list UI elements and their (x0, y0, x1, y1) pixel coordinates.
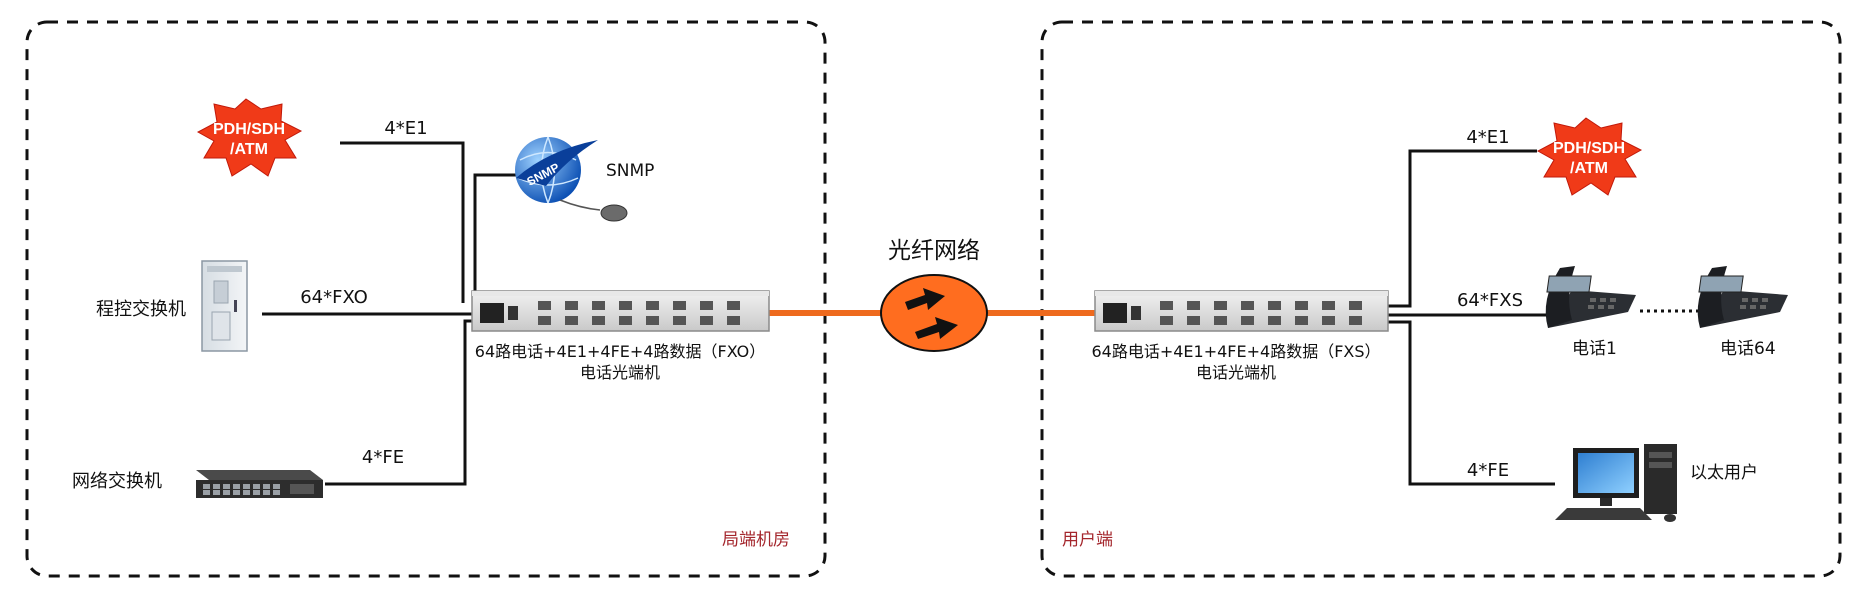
switch-ports (203, 484, 280, 495)
switchboard-node (201, 260, 248, 352)
pdh-line2: /ATM (230, 141, 268, 158)
pdh-right-line1: PDH/SDH (1553, 140, 1625, 157)
right-optical-terminal (1094, 290, 1389, 332)
phone-1-node (1545, 266, 1636, 328)
ethernet-user-label: 以太用户 (1690, 463, 1758, 483)
snmp-node: SNMP (515, 136, 628, 222)
left-region-label: 局端机房 (722, 530, 790, 550)
network-switch-node (196, 470, 323, 498)
arrow-right-icon-2 (915, 317, 958, 339)
left-fxo-label: 64*FXO (300, 287, 368, 308)
network-switch-icon (196, 470, 323, 480)
left-pdh-node: PDH/SDH /ATM (196, 98, 303, 177)
arrow-right-icon (905, 288, 945, 310)
fiber-network-node (880, 274, 988, 352)
right-region-border (1040, 20, 1842, 578)
phone-64-node (1697, 266, 1788, 328)
left-device-line1: 64路电话+4E1+4FE+4路数据（FXO） (475, 342, 765, 361)
right-fxs-label: 64*FXS (1457, 290, 1523, 311)
right-device-line1: 64路电话+4E1+4FE+4路数据（FXS） (1091, 342, 1380, 361)
left-snmp-link (473, 173, 520, 297)
phone-1-label: 电话1 (1572, 339, 1617, 359)
left-e1-label: 4*E1 (384, 118, 427, 139)
right-e1-label: 4*E1 (1466, 127, 1509, 148)
right-region-label: 用户端 (1062, 530, 1113, 550)
left-optical-terminal (471, 290, 770, 332)
left-fe-link (325, 319, 472, 486)
pdh-right-line2: /ATM (1570, 160, 1608, 177)
right-pdh-node: PDH/SDH /ATM (1536, 117, 1643, 196)
right-e1-link (1388, 149, 1537, 308)
switchboard-label: 程控交换机 (96, 299, 186, 320)
port-grid (538, 301, 740, 325)
right-fe-link (1388, 320, 1555, 486)
mouse-icon (600, 204, 628, 222)
pdh-line1: PDH/SDH (213, 121, 285, 138)
fiber-network-label: 光纤网络 (888, 238, 980, 264)
starburst-icon-right (1536, 117, 1643, 196)
left-region-border (25, 20, 827, 578)
left-device-line2: 电话光端机 (580, 363, 660, 382)
starburst-icon (196, 98, 303, 177)
port-grid-right (1160, 301, 1362, 325)
left-e1-link (340, 141, 465, 303)
network-switch-label: 网络交换机 (72, 471, 162, 492)
keyboard-icon (1555, 508, 1652, 520)
right-device-line2: 电话光端机 (1196, 363, 1276, 382)
phone-64-label: 电话64 (1720, 339, 1776, 359)
right-fe-label: 4*FE (1467, 460, 1509, 481)
snmp-label: SNMP (606, 161, 654, 181)
mouse-cable (559, 199, 601, 211)
swoosh-icon (516, 140, 598, 186)
fiber-network-icon (880, 274, 988, 352)
left-fe-label: 4*FE (362, 447, 404, 468)
pc-mouse-icon (1664, 514, 1676, 522)
ethernet-user-node (1555, 444, 1677, 522)
